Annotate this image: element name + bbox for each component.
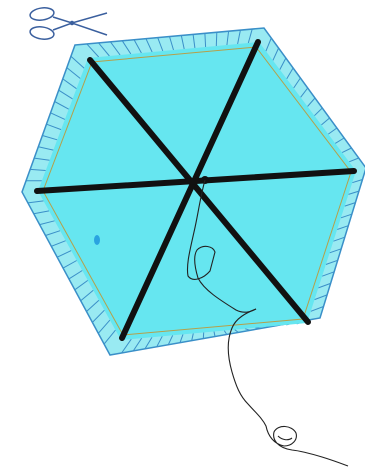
- border-tick: [205, 33, 206, 47]
- scissors-icon: [29, 6, 107, 40]
- border-tick: [216, 32, 217, 46]
- sail-speck: [94, 235, 100, 245]
- border-tick: [255, 328, 261, 329]
